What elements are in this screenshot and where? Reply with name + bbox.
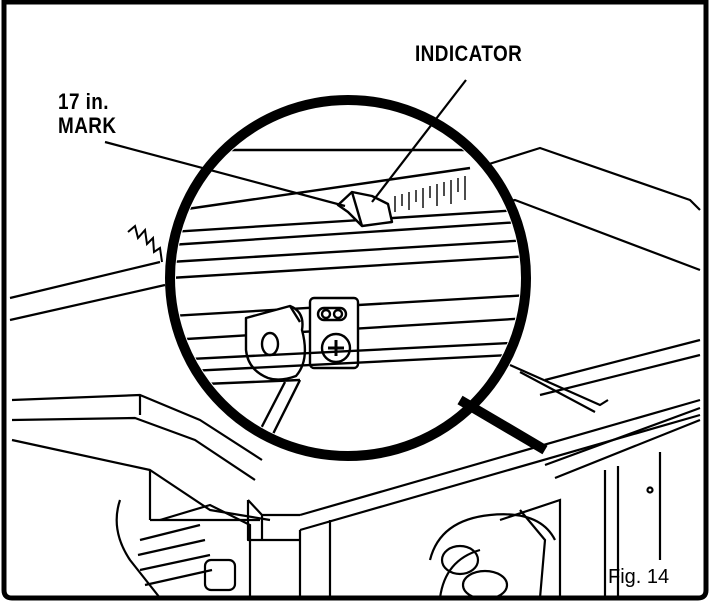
saw-blade: [127, 224, 163, 263]
table-top: [298, 146, 701, 598]
loupe-tail: [457, 395, 548, 455]
magnifier-loupe: [165, 95, 548, 461]
mark-leader: [104, 140, 346, 208]
figure-caption: Fig. 14: [608, 566, 670, 588]
indicator-label: INDICATOR: [415, 41, 523, 66]
17in-mark-label: 17 in. MARK: [58, 90, 116, 138]
mark-label-line1: 17 in.: [58, 89, 109, 114]
bevel-wheel: [428, 498, 562, 601]
motor-housing: [115, 499, 252, 599]
mark-label-line2: MARK: [58, 113, 117, 138]
left-rail: [9, 260, 300, 542]
indicator-leader: [371, 79, 467, 203]
right-leg: [603, 452, 662, 598]
